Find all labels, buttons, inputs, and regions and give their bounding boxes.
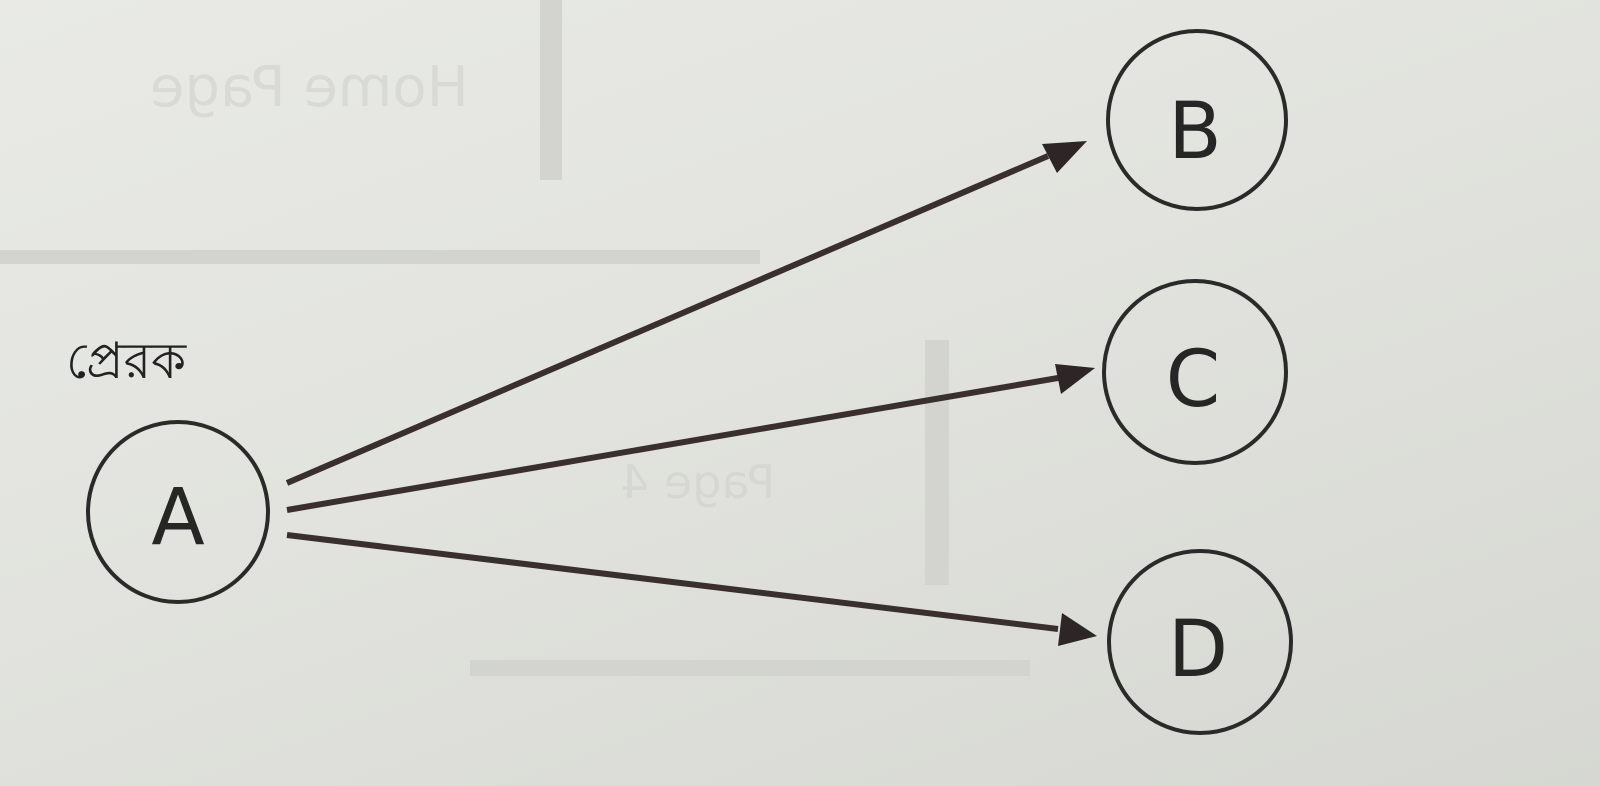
node-b-circle	[1106, 29, 1288, 211]
node-d: D	[1107, 549, 1293, 735]
arrowhead-d	[1058, 613, 1097, 646]
node-c-label: C	[1166, 335, 1220, 425]
node-b-label: B	[1168, 87, 1222, 177]
node-a-circle	[86, 420, 270, 604]
arrowhead-c	[1055, 364, 1095, 394]
edge-a-to-c	[286, 375, 1059, 513]
show-through-line	[0, 250, 760, 264]
node-a-label: A	[151, 473, 204, 563]
arrowhead-b	[1042, 141, 1087, 173]
node-c-circle	[1102, 279, 1288, 465]
node-d-label: D	[1168, 605, 1228, 695]
sender-label: প্রেরক	[66, 332, 187, 390]
node-d-circle	[1107, 549, 1293, 735]
edges-group	[285, 141, 1097, 646]
edge-a-to-b	[285, 153, 1050, 486]
show-through-line	[540, 0, 562, 180]
node-c: C	[1102, 279, 1288, 465]
show-through-line	[925, 340, 949, 585]
show-through-line	[470, 660, 1030, 676]
node-a: A	[86, 420, 270, 604]
node-b: B	[1106, 29, 1288, 211]
edge-a-to-d	[286, 532, 1059, 632]
